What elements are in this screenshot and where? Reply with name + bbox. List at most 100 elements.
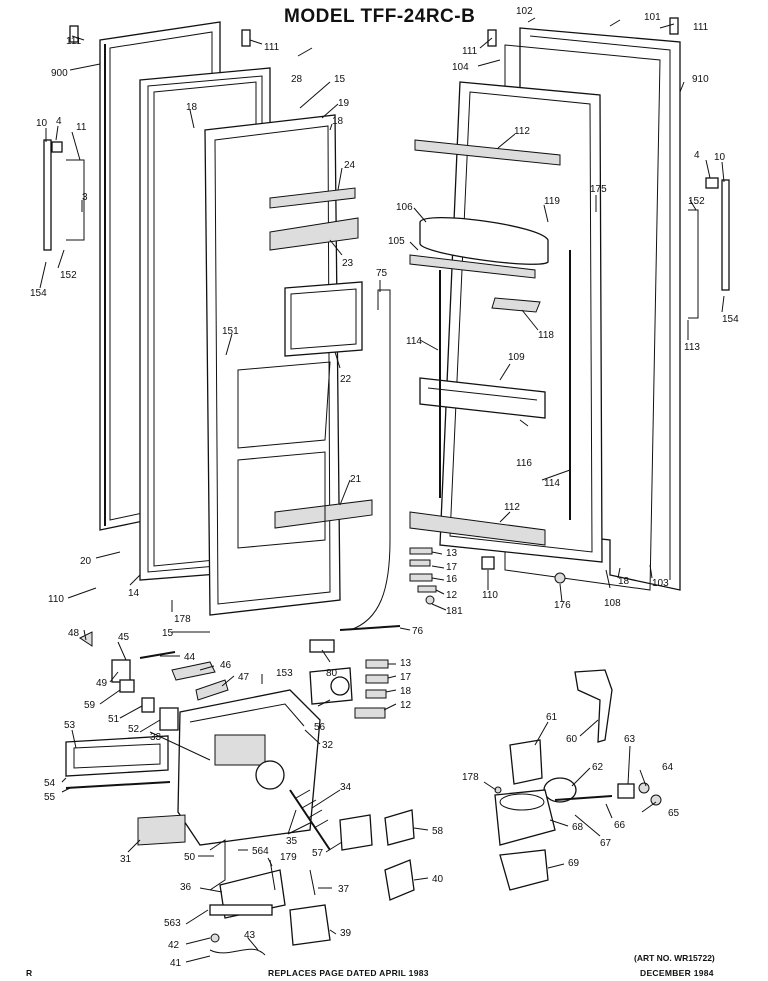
callout: 53	[64, 720, 76, 731]
callout: 153	[276, 668, 293, 679]
callout: 114	[544, 478, 560, 489]
callout: 61	[546, 712, 558, 723]
callout: 46	[220, 660, 232, 671]
callout: 152	[60, 270, 77, 281]
callout: 36	[180, 882, 192, 893]
callout: 56	[314, 722, 326, 733]
callout: 101	[644, 12, 661, 23]
callout: 110	[48, 594, 64, 605]
callout: 118	[538, 330, 554, 341]
callout: 4	[694, 150, 700, 161]
callout: 106	[396, 202, 413, 213]
callout: 10	[36, 118, 48, 129]
callout: 112	[504, 502, 520, 513]
callout: 28	[291, 74, 303, 85]
callout: 119	[544, 196, 560, 207]
callout: 52	[128, 724, 140, 735]
callout: 3	[82, 192, 88, 203]
callout: 17	[446, 562, 458, 573]
callout: 23	[342, 258, 354, 269]
callout: 151	[222, 326, 239, 337]
callout: 111	[264, 42, 280, 53]
callout: 111	[66, 36, 82, 47]
page-date: DECEMBER 1984	[640, 968, 714, 978]
callout: 60	[566, 734, 578, 745]
art-number: (ART NO. WR15722)	[634, 953, 715, 963]
callout: 10	[714, 152, 726, 163]
callout: 12	[400, 700, 412, 711]
callout: 59	[84, 700, 96, 711]
callout: 176	[554, 600, 571, 611]
callout: 24	[344, 160, 356, 171]
callout: 111	[693, 22, 709, 33]
callout: 110	[482, 590, 498, 601]
callout: 18	[400, 686, 412, 697]
callout: 17	[400, 672, 412, 683]
callout: 20	[80, 556, 92, 567]
callout: 80	[326, 668, 338, 679]
replaces-note: REPLACES PAGE DATED APRIL 1983	[268, 968, 429, 978]
callout: 49	[96, 678, 108, 689]
callout: 104	[452, 62, 469, 73]
model-title: MODEL TFF-24RC-B	[284, 6, 476, 27]
callout: 32	[322, 740, 334, 751]
callout: 15	[162, 628, 174, 639]
callout: 103	[652, 578, 669, 589]
callout: 57	[312, 848, 324, 859]
callout: 175	[590, 184, 607, 195]
parts-drawing	[43, 17, 730, 956]
callout: 102	[516, 6, 533, 17]
callout: 44	[184, 652, 196, 663]
callout: 19	[338, 98, 350, 109]
callout: 12	[446, 590, 458, 601]
callout: 51	[108, 714, 120, 725]
callout: 178	[174, 614, 191, 625]
callout: 18	[186, 102, 198, 113]
callout: 108	[604, 598, 621, 609]
callout: 76	[412, 626, 424, 637]
callout: 11	[76, 122, 87, 133]
callout: 116	[516, 458, 532, 469]
callout: 154	[722, 314, 739, 325]
callout: 62	[592, 762, 604, 773]
callout: 111	[462, 46, 478, 57]
callout: 13	[446, 548, 458, 559]
callout: 66	[614, 820, 626, 831]
callout: 48	[68, 628, 80, 639]
callout: 54	[44, 778, 56, 789]
callout: 37	[338, 884, 350, 895]
callout: 14	[128, 588, 140, 599]
callout: 68	[572, 822, 584, 833]
callout: 114	[406, 336, 422, 347]
callout: 41	[170, 958, 182, 969]
callout: 900	[51, 68, 68, 79]
callout: 18	[618, 576, 630, 587]
callout: 109	[508, 352, 525, 363]
leader-lines	[39, 17, 725, 963]
callout: 181	[446, 606, 463, 617]
callout: 65	[668, 808, 680, 819]
callout: 21	[350, 474, 362, 485]
callout: 33	[150, 732, 162, 743]
callout-numbers: 111 111 111 111 900 910 102 101 104 28 1…	[30, 6, 739, 969]
callout: 55	[44, 792, 56, 803]
callout: 50	[184, 852, 196, 863]
callout: 64	[662, 762, 674, 773]
callout: 13	[400, 658, 412, 669]
callout: 105	[388, 236, 405, 247]
callout: 112	[514, 126, 530, 137]
callout: 15	[334, 74, 346, 85]
callout: 4	[56, 116, 62, 127]
callout: 178	[462, 772, 479, 783]
callout: 43	[244, 930, 256, 941]
callout: 564	[252, 846, 269, 857]
page-mark: R	[26, 968, 33, 978]
callout: 18	[332, 116, 344, 127]
callout: 39	[340, 928, 352, 939]
callout: 42	[168, 940, 180, 951]
callout: 152	[688, 196, 705, 207]
callout: 563	[164, 918, 181, 929]
callout: 40	[432, 874, 444, 885]
callout: 22	[340, 374, 352, 385]
